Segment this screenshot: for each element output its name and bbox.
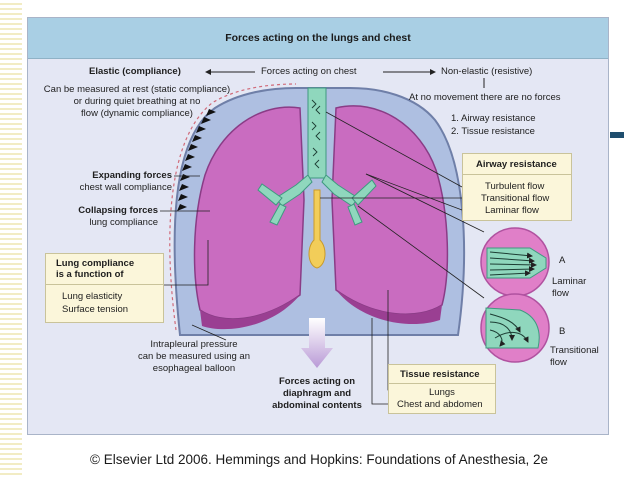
forces-on-chest-heading: Forces acting on chest (261, 66, 357, 77)
collapsing-forces-sub: lung compliance (89, 217, 158, 228)
flow-a-label-1: Laminar (552, 276, 587, 287)
flow-a-letter: A (559, 255, 566, 266)
lung-compliance-item-elasticity: Lung elasticity (62, 291, 123, 302)
right-lung (331, 105, 449, 315)
decorative-stripes (0, 0, 22, 478)
tissue-item-lungs: Lungs (429, 387, 455, 398)
airway-item-laminar: Laminar flow (485, 205, 539, 216)
lung-compliance-header-1: Lung compliance (56, 258, 135, 269)
flow-b-label-1: Transitional (550, 345, 599, 356)
esophagus (308, 189, 326, 269)
tissue-item-chest-abdomen: Chest and abdomen (397, 399, 483, 410)
leader-laminar (365, 173, 463, 211)
expanding-forces-label: Expanding forces (92, 170, 172, 181)
leader-to-circle-b (357, 205, 485, 299)
elastic-compliance-heading: Elastic (compliance) (89, 66, 181, 77)
copyright-footer: © Elsevier Ltd 2006. Hemmings and Hopkin… (90, 452, 548, 467)
airway-flow-arrows (311, 99, 321, 169)
leader-intrapleural (191, 324, 227, 341)
figure-title: Forces acting on the lungs and chest (225, 32, 411, 44)
airway-tree (257, 87, 377, 226)
elastic-note-line-1: Can be measured at rest (static complian… (43, 84, 231, 95)
intrapleural-line-1: Intrapleural pressure (150, 339, 238, 350)
figure-title-bar: Forces acting on the lungs and chest (28, 18, 608, 59)
expanding-forces-sub: chest wall compliance (79, 182, 172, 193)
right-lung-base (336, 290, 442, 325)
diaphragm-note-line-1: Forces acting on (278, 376, 355, 387)
airway-resistance-box: Airway resistance Turbulent flow Transit… (462, 153, 572, 221)
resistance-item-airway: 1. Airway resistance (451, 113, 536, 124)
expanding-force-arrows (177, 109, 216, 211)
laminar-flow-circle (480, 227, 550, 297)
tissue-resistance-box: Tissue resistance Lungs Chest and abdome… (388, 364, 496, 414)
left-lung-base (200, 295, 300, 330)
diaphragm-note-line-2: diaphragm and (282, 388, 352, 399)
lung-compliance-box: Lung compliance is a function of Lung el… (45, 253, 164, 323)
intrapleural-line-3: esophageal balloon (152, 363, 236, 374)
nonelastic-resistive-heading: Non-elastic (resistive) (441, 66, 533, 77)
leader-turbulent (325, 111, 463, 188)
resistance-item-tissue: 2. Tissue resistance (451, 126, 535, 137)
elastic-note-line-3: flow (dynamic compliance) (81, 108, 193, 119)
pleural-dashed-line (169, 83, 297, 331)
flow-b-letter: B (559, 326, 566, 337)
elastic-note-line-2: or during quiet breathing at no (73, 96, 201, 107)
flow-b-label-2: flow (550, 357, 567, 368)
lung-compliance-item-surface-tension: Surface tension (62, 304, 129, 315)
tissue-resistance-header: Tissue resistance (400, 369, 480, 380)
collapsing-forces-label: Collapsing forces (78, 205, 158, 216)
airway-item-transitional: Transitional flow (481, 193, 550, 204)
airway-item-turbulent: Turbulent flow (485, 181, 545, 192)
airway-resistance-header: Airway resistance (476, 159, 557, 170)
slide-accent-mark (610, 132, 624, 138)
diaphragm-note-line-3: abdominal contents (272, 400, 362, 411)
flow-a-label-2: flow (552, 288, 569, 299)
leader-to-circle-a (365, 173, 485, 233)
left-lung (193, 106, 305, 320)
nonelastic-note: At no movement there are no forces (409, 92, 561, 103)
transitional-flow-circle (480, 293, 550, 363)
leader-lung-compliance (164, 240, 209, 286)
diaphragm-down-arrow (301, 318, 333, 368)
lung-compliance-header-2: is a function of (56, 269, 124, 280)
intrapleural-line-2: can be measured using an (138, 351, 250, 362)
